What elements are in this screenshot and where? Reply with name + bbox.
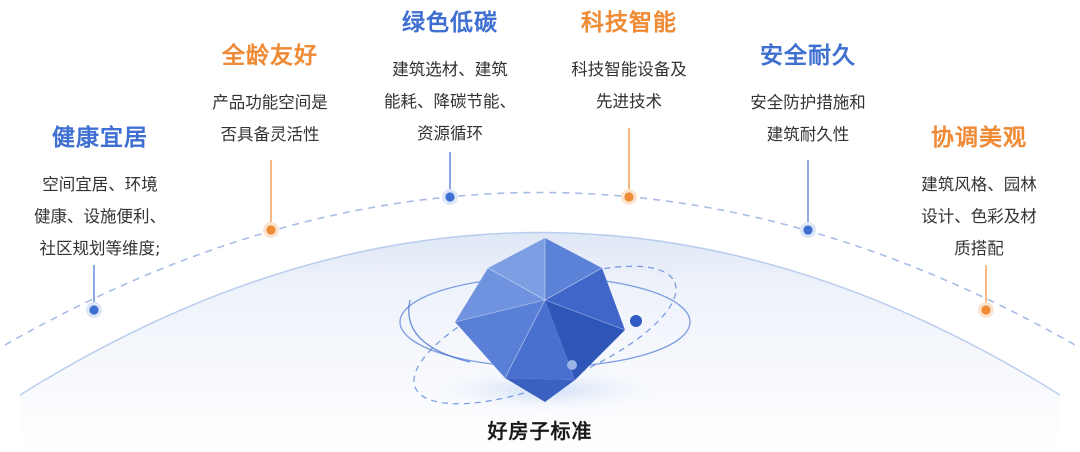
dimension-title: 绿色低碳 bbox=[402, 10, 498, 36]
dimension-age-friendly: 全龄友好 产品功能空间是 否具备灵活性 bbox=[170, 41, 370, 151]
dimension-description: 科技智能设备及 先进技术 bbox=[571, 60, 687, 111]
dimension-title: 安全耐久 bbox=[760, 43, 856, 69]
orbit-front bbox=[408, 299, 471, 363]
dot-tech bbox=[621, 189, 637, 205]
dimension-description: 产品功能空间是 否具备灵活性 bbox=[212, 93, 328, 144]
crystal-icon bbox=[454, 238, 626, 402]
center-title: 好房子标准 bbox=[487, 419, 593, 443]
dot-harmony bbox=[978, 302, 994, 318]
dimension-title: 协调美观 bbox=[931, 125, 1027, 151]
dashed-arc bbox=[4, 191, 1076, 346]
dimension-green-lowcarbon: 绿色低碳 建筑选材、建筑 能耗、降碳节能、 资源循环 bbox=[350, 8, 550, 150]
dimension-tech-smart: 科技智能 科技智能设备及 先进技术 bbox=[529, 8, 729, 118]
dimension-title: 科技智能 bbox=[581, 10, 677, 36]
dimension-description: 建筑选材、建筑 能耗、降碳节能、 资源循环 bbox=[384, 60, 516, 143]
orbit-satellite bbox=[630, 315, 642, 327]
dimension-title: 健康宜居 bbox=[52, 125, 148, 151]
orbit-satellite bbox=[567, 360, 577, 370]
dimension-description: 空间宜居、环境 健康、设施便利、 社区规划等维度; bbox=[34, 175, 166, 258]
dot-green bbox=[442, 189, 458, 205]
dimension-harmony: 协调美观 建筑风格、园林 设计、色彩及材 质搭配 bbox=[879, 123, 1079, 265]
dimension-description: 建筑风格、园林 设计、色彩及材 质搭配 bbox=[921, 175, 1037, 258]
dimension-safety-durability: 安全耐久 安全防护措施和 建筑耐久性 bbox=[708, 41, 908, 151]
dot-health bbox=[86, 302, 102, 318]
dimension-health: 健康宜居 空间宜居、环境 健康、设施便利、 社区规划等维度; bbox=[0, 123, 200, 265]
dimension-title: 全龄友好 bbox=[222, 43, 318, 69]
dimension-description: 安全防护措施和 建筑耐久性 bbox=[750, 93, 866, 144]
dot-safe bbox=[800, 222, 816, 238]
dome-edge bbox=[19, 231, 1061, 396]
dot-age bbox=[263, 222, 279, 238]
